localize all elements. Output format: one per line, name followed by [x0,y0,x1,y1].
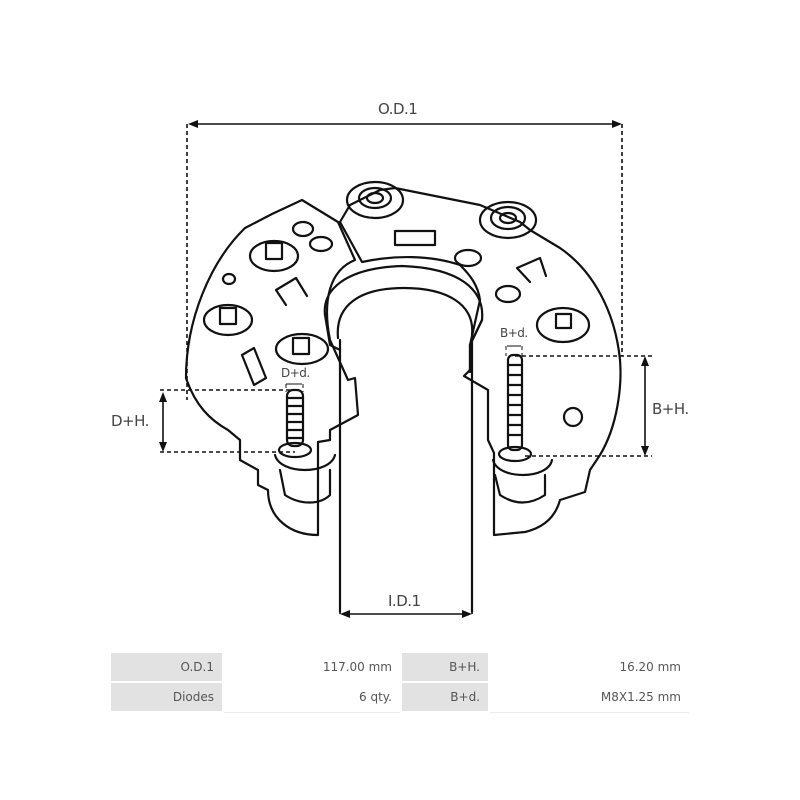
id-dimension-label: I.D.1 [388,592,421,610]
table-row: O.D.1 117.00 mm B+H. 16.20 mm [109,651,691,683]
spec-value: M8X1.25 mm [488,681,691,713]
rectifier-body-left [184,198,360,537]
spec-table: O.D.1 117.00 mm B+H. 16.20 mm Diodes 6 q… [109,651,691,713]
b-height-label: B+H. [652,400,689,418]
center-tube [323,264,484,374]
spec-value: 16.20 mm [488,651,691,683]
d-height-label: D+H. [111,412,149,430]
b-diameter-label: B+d. [500,326,528,340]
od-dimension-label: O.D.1 [378,100,418,118]
spec-label: O.D.1 [109,651,224,683]
spec-label: B+d. [400,681,490,713]
rectifier-body-right [338,186,622,537]
spec-label: B+H. [400,651,490,683]
spec-value: 6 qty. [222,681,402,713]
spec-value: 117.00 mm [222,651,402,683]
d-diameter-label: D+d. [281,366,310,380]
table-row: Diodes 6 qty. B+d. M8X1.25 mm [109,681,691,713]
spec-label: Diodes [109,681,224,713]
rectifier-technical-drawing [159,120,652,618]
